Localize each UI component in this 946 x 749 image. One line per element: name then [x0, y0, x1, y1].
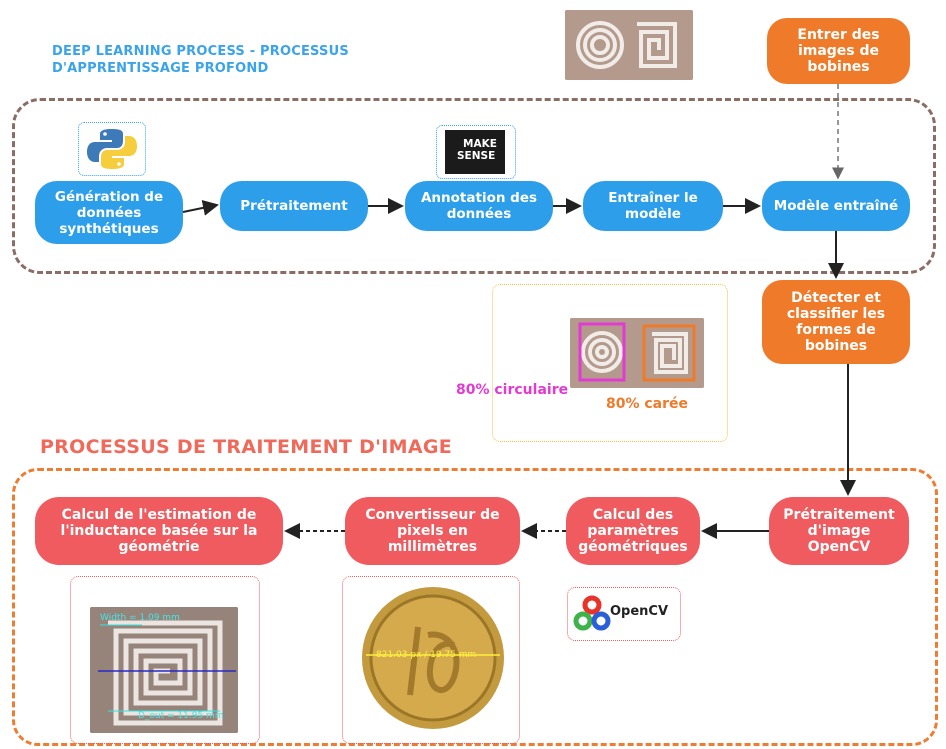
width-measurement: Width = 1.09 mm	[100, 613, 180, 623]
opencv-logo-frame: OpenCV	[567, 587, 681, 641]
python-logo-icon	[87, 129, 137, 169]
deep-learning-title-line1: DEEP LEARNING PROCESS - PROCESSUS	[52, 44, 349, 59]
coil-input-photo	[565, 10, 693, 80]
square-coil-measured-image	[90, 607, 238, 733]
opencv-logo-icon	[573, 595, 611, 631]
makesense-logo: MAKE SENSE	[445, 130, 505, 174]
preprocessing-node: Prétraitement	[220, 181, 368, 231]
deep-learning-group	[12, 98, 936, 274]
detect-classify-node: Détecter et classifier les formes de bob…	[762, 280, 910, 364]
coin-image	[362, 587, 504, 729]
trained-model-node: Modèle entraîné	[762, 181, 910, 231]
coin-measurement: 821.03 px / 19.75 mm	[376, 650, 477, 660]
synthetic-data-node: Génération de données synthétiques	[35, 181, 183, 244]
makesense-logo-line1: MAKE	[463, 138, 497, 150]
makesense-logo-frame: MAKE SENSE	[436, 125, 516, 179]
deep-learning-title: DEEP LEARNING PROCESS - PROCESSUS D'APPR…	[52, 43, 349, 77]
image-processing-group	[12, 468, 938, 746]
image-processing-title: PROCESSUS DE TRAITEMENT D'IMAGE	[40, 436, 453, 458]
deep-learning-title-line2: D'APPRENTISSAGE PROFOND	[52, 61, 269, 76]
makesense-logo-line2: SENSE	[457, 150, 496, 162]
python-logo-frame	[78, 122, 146, 176]
detection-result-frame	[492, 284, 728, 442]
annotation-node: Annotation des données	[405, 181, 553, 231]
inductance-image-frame	[70, 576, 260, 744]
inductance-node: Calcul de l'estimation de l'inductance b…	[35, 497, 283, 565]
train-node: Entraîner le modèle	[583, 181, 723, 231]
dout-measurement: D_out = 11.95 mm	[138, 711, 224, 721]
circular-label: 80% circulaire	[456, 382, 569, 398]
coil-pair-image	[565, 10, 693, 80]
square-label: 80% carée	[606, 396, 689, 412]
detection-photo	[570, 318, 704, 388]
geom-params-node: Calcul des paramètres géométriques	[566, 497, 700, 565]
coin-image-frame	[342, 576, 520, 744]
opencv-logo-text: OpenCV	[610, 604, 669, 619]
input-images-node: Entrer des images de bobines	[767, 18, 910, 84]
coil-measurement-photo: Width = 1.09 mm D_out = 11.95 mm	[90, 607, 238, 733]
opencv-preprocess-node: Prétraitement d'image OpenCV	[769, 497, 909, 565]
detected-coils-image	[570, 318, 704, 388]
px-to-mm-node: Convertisseur de pixels en millimètres	[345, 497, 520, 565]
